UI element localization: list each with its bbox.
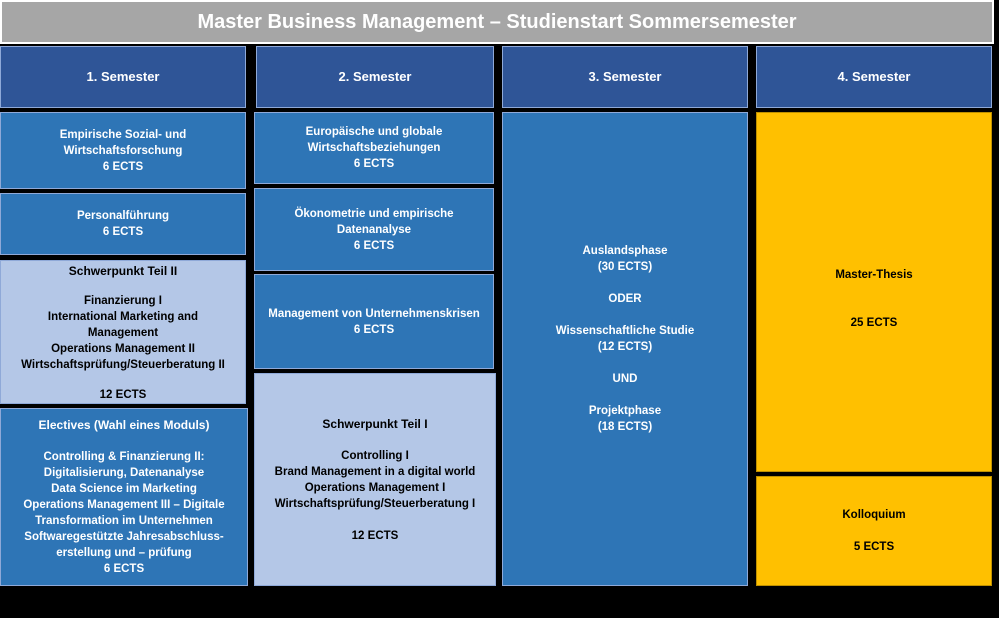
semester-4-header: 4. Semester xyxy=(756,46,992,108)
module-heading: Electives (Wahl eines Moduls) xyxy=(38,418,210,432)
module-line: International Marketing and xyxy=(47,311,199,323)
module-heading: Schwerpunkt Teil II xyxy=(68,264,178,278)
page-title-text: Master Business Management – Studienstar… xyxy=(197,11,797,33)
module-line: Wirtschaftsforschung xyxy=(63,144,183,157)
module-line: Europäische und globale xyxy=(305,126,443,138)
module-master-thesis: Master-Thesis 25 ECTS xyxy=(756,112,992,472)
module-line: Digitalisierung, Datenanalyse xyxy=(43,467,205,479)
module-line: Management von Unternehmenskrisen xyxy=(268,307,480,320)
projektphase-ects: (18 ECTS) xyxy=(597,421,653,433)
projektphase-label: Projektphase xyxy=(588,405,662,417)
auslandsphase-ects: (30 ECTS) xyxy=(597,261,653,273)
module-ects: 12 ECTS xyxy=(351,529,399,542)
semester-1-label: 1. Semester xyxy=(86,69,160,84)
module-empirische-sozialforschung: Empirische Sozial- und Wirtschaftsforsch… xyxy=(0,112,246,189)
module-line: Wirtschaftsprüfung/Steuerberatung I xyxy=(274,497,476,510)
module-line: Finanzierung I xyxy=(84,295,162,307)
module-line: Ökonometrie und empirische xyxy=(294,207,454,220)
semester-1-header: 1. Semester xyxy=(0,46,246,108)
semester-3-label: 3. Semester xyxy=(588,69,662,84)
module-europaeische-wirtschaftsbeziehungen: Europäische und globale Wirtschaftsbezie… xyxy=(254,112,494,184)
module-line: Operations Management II xyxy=(51,343,195,355)
und-label: UND xyxy=(612,373,638,385)
module-line: Management xyxy=(87,327,159,339)
module-personalfuehrung: Personalführung 6 ECTS xyxy=(0,193,246,255)
module-schwerpunkt-teil-1: Schwerpunkt Teil I Controlling I Brand M… xyxy=(254,373,496,586)
module-unternehmenskrisen: Management von Unternehmenskrisen 6 ECTS xyxy=(254,274,494,369)
module-line: Operations Management I xyxy=(304,481,446,494)
module-line: Controlling & Finanzierung II: xyxy=(43,451,205,463)
wissenschaftliche-studie-label: Wissenschaftliche Studie xyxy=(555,325,695,337)
module-oekonometrie: Ökonometrie und empirische Datenanalyse … xyxy=(254,188,494,271)
module-ects: 6 ECTS xyxy=(353,158,395,170)
module-schwerpunkt-teil-2: Schwerpunkt Teil II Finanzierung I Inter… xyxy=(0,260,246,404)
module-ects: 6 ECTS xyxy=(353,323,395,336)
module-line: Brand Management in a digital world xyxy=(274,465,476,478)
semester-2-header: 2. Semester xyxy=(256,46,494,108)
module-line: Kolloquium xyxy=(842,509,906,521)
oder-label: ODER xyxy=(608,293,642,305)
module-ects: 5 ECTS xyxy=(853,541,895,553)
module-line: Personalführung xyxy=(76,210,169,222)
module-ects: 6 ECTS xyxy=(102,160,144,173)
module-line: Wirtschaftsprüfung/Steuerberatung II xyxy=(21,359,225,371)
module-kolloquium: Kolloquium 5 ECTS xyxy=(756,476,992,586)
module-ects: 6 ECTS xyxy=(353,239,395,252)
module-line: Data Science im Marketing xyxy=(51,483,197,495)
module-heading: Schwerpunkt Teil I xyxy=(322,416,428,431)
module-ects: 25 ECTS xyxy=(850,317,898,329)
module-ects: 6 ECTS xyxy=(103,563,145,575)
module-line: Datenanalyse xyxy=(336,223,412,236)
module-line: Wirtschaftsbeziehungen xyxy=(307,142,441,154)
module-ects: 6 ECTS xyxy=(102,226,144,238)
module-electives: Electives (Wahl eines Moduls) Controllin… xyxy=(0,408,248,586)
module-line: Softwaregestützte Jahresabschluss- xyxy=(24,531,224,543)
module-auslandsphase: Auslandsphase (30 ECTS) ODER Wissenschaf… xyxy=(502,112,748,586)
wissenschaftliche-studie-ects: (12 ECTS) xyxy=(597,341,653,353)
module-ects: 12 ECTS xyxy=(99,389,147,401)
module-line: Empirische Sozial- und xyxy=(59,128,187,141)
semester-4-label: 4. Semester xyxy=(837,69,911,84)
module-line: Operations Management III – Digitale xyxy=(23,499,225,511)
module-line: Transformation im Unternehmen xyxy=(35,515,213,527)
module-line: erstellung und – prüfung xyxy=(56,547,192,559)
auslandsphase-label: Auslandsphase xyxy=(582,245,668,257)
module-line: Controlling I xyxy=(341,449,409,462)
semester-3-header: 3. Semester xyxy=(502,46,748,108)
page-title: Master Business Management – Studienstar… xyxy=(0,0,994,44)
semester-2-label: 2. Semester xyxy=(338,69,412,84)
module-line: Master-Thesis xyxy=(835,269,913,281)
